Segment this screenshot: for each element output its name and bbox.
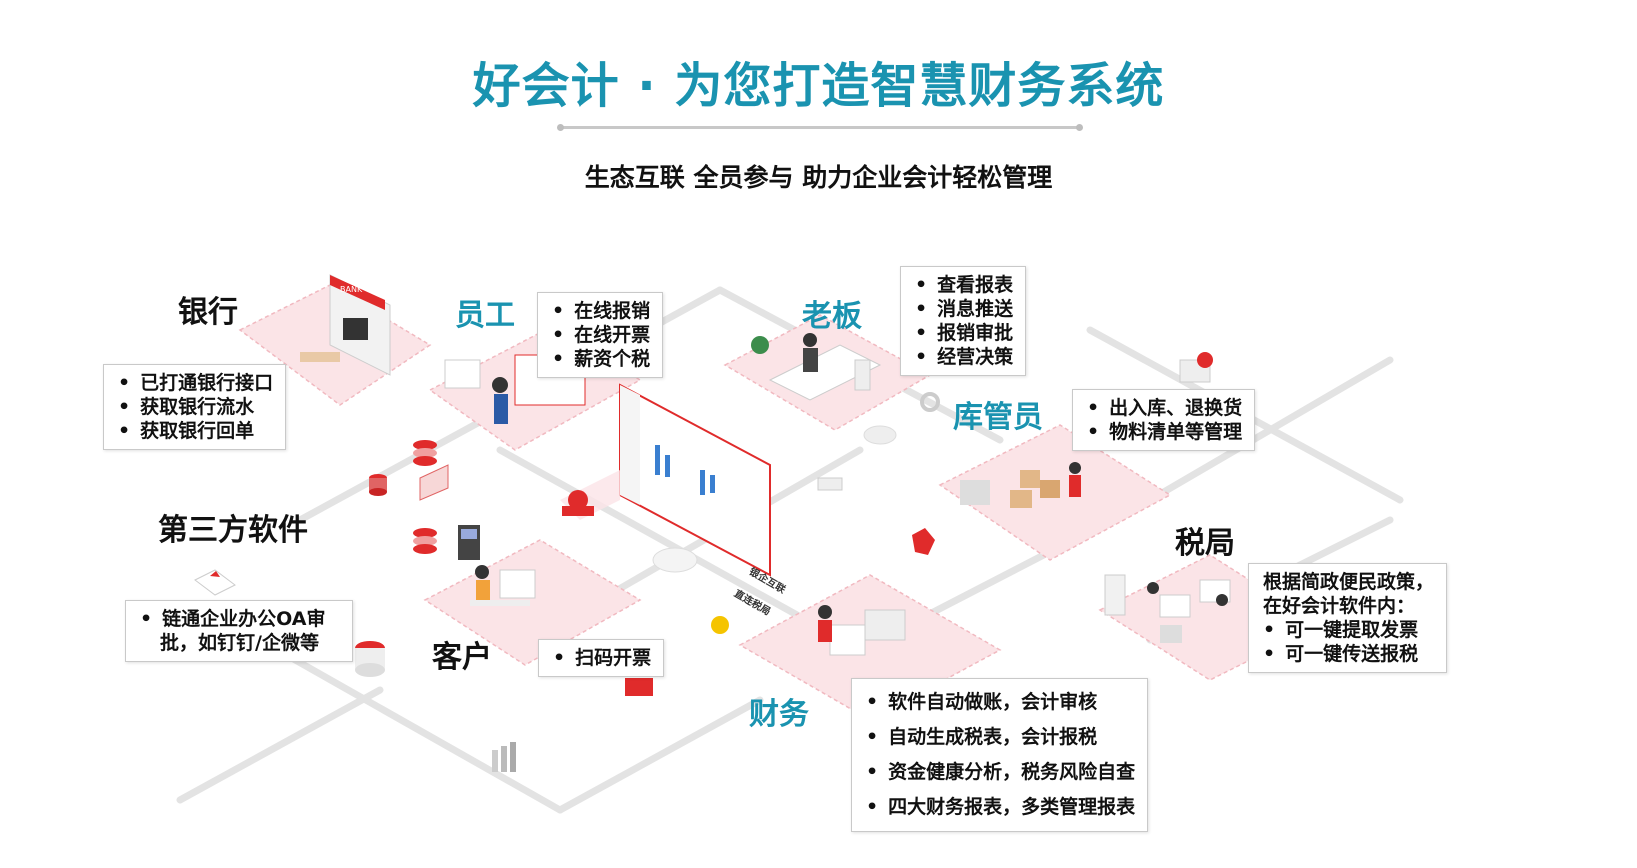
- tax-bureau-intro: 在好会计软件内：: [1263, 595, 1416, 617]
- bank-info-box: 已打通银行接口 获取银行流水 获取银行回单: [103, 364, 287, 450]
- warehouse-label: 库管员: [953, 400, 1043, 435]
- finance-item: 资金健康分析，税务风险自查: [866, 755, 1135, 790]
- employee-item: 在线报销: [552, 299, 650, 323]
- bank-building-icon: BANK: [300, 274, 391, 376]
- tax-bureau-info-box: 根据简政便民政策， 在好会计软件内： 可一键提取发票 可一键传送报税: [1248, 563, 1448, 673]
- bars-icon: [492, 742, 516, 772]
- tax-bureau-item: 可一键提取发票: [1263, 618, 1434, 642]
- bank-item: 已打通银行接口: [118, 371, 273, 395]
- coin-stack-icon-2: [413, 528, 437, 554]
- employee-item: 在线开票: [552, 323, 650, 347]
- employee-label: 员工: [455, 298, 515, 333]
- finance-item: 软件自动做账，会计审核: [866, 685, 1135, 720]
- tax-bureau-label: 税局: [1175, 526, 1235, 561]
- warehouse-info-box: 出入库、退换货 物料清单等管理: [1072, 389, 1256, 451]
- page-title: 好会计 · 为您打造智慧财务系统: [472, 58, 1165, 114]
- database-icon-1: [369, 474, 387, 496]
- shield-icon: [912, 528, 935, 555]
- third-party-item: 链通企业办公OA审批，如钉钉/企微等: [140, 607, 340, 655]
- router-icon: [817, 477, 843, 491]
- finance-scene-icon: [711, 605, 906, 656]
- boss-info-box: 查看报表 消息推送 报销审批 经营决策: [900, 266, 1027, 376]
- cylinder-icon: [355, 641, 385, 677]
- tax-bureau-item: 可一键传送报税: [1263, 642, 1434, 666]
- bank-label: 银行: [178, 295, 238, 330]
- dashboard-screen-icon: [560, 383, 771, 577]
- employee-item: 薪资个税: [552, 347, 650, 371]
- receipt-printer-icon: [625, 678, 653, 696]
- third-party-info-box: 链通企业办公OA审批，如钉钉/企微等: [125, 600, 353, 662]
- warehouse-scene-icon: [960, 462, 1081, 508]
- finance-item: 四大财务报表，多类管理报表: [866, 790, 1135, 825]
- boss-scene-icon: [751, 333, 882, 401]
- pos-terminal-icon: [458, 525, 480, 560]
- tax-bureau-intro: 根据简政便民政策，: [1263, 571, 1435, 593]
- bank-item: 获取银行回单: [118, 419, 273, 443]
- printer-icon: [1179, 352, 1213, 383]
- finance-info-box: 软件自动做账，会计审核 自动生成税表，会计报税 资金健康分析，税务风险自查 四大…: [851, 678, 1149, 832]
- finance-label: 财务: [749, 697, 809, 732]
- boss-item: 消息推送: [915, 297, 1013, 321]
- page-subtitle: 生态互联 全员参与 助力企业会计轻松管理: [584, 163, 1053, 192]
- employee-info-box: 在线报销 在线开票 薪资个税: [537, 292, 664, 378]
- svg-text:BANK: BANK: [340, 285, 363, 294]
- boss-item: 报销审批: [915, 321, 1013, 345]
- customer-info-box: 扫码开票: [538, 639, 665, 677]
- document-icon: [194, 569, 236, 596]
- boss-item: 经营决策: [915, 345, 1013, 369]
- cloud-icon-2: [863, 425, 897, 445]
- coin-stack-icon-1: [413, 440, 437, 466]
- warehouse-item: 物料清单等管理: [1087, 420, 1242, 444]
- gear-icon: [920, 392, 940, 412]
- customer-item: 扫码开票: [553, 646, 651, 670]
- customer-platform: [423, 539, 642, 666]
- title-divider: [557, 124, 1083, 131]
- finance-item: 自动生成税表，会计报税: [866, 720, 1135, 755]
- cloud-icon-1: [652, 547, 698, 573]
- tax-bureau-scene-icon: [1104, 574, 1231, 643]
- customer-scene-icon: [470, 565, 536, 606]
- third-party-label: 第三方软件: [158, 513, 308, 548]
- laptop-icon: [419, 464, 449, 501]
- warehouse-item: 出入库、退换货: [1087, 396, 1242, 420]
- boss-label: 老板: [802, 299, 862, 334]
- customer-label: 客户: [432, 640, 492, 675]
- boss-item: 查看报表: [915, 273, 1013, 297]
- bank-item: 获取银行流水: [118, 395, 273, 419]
